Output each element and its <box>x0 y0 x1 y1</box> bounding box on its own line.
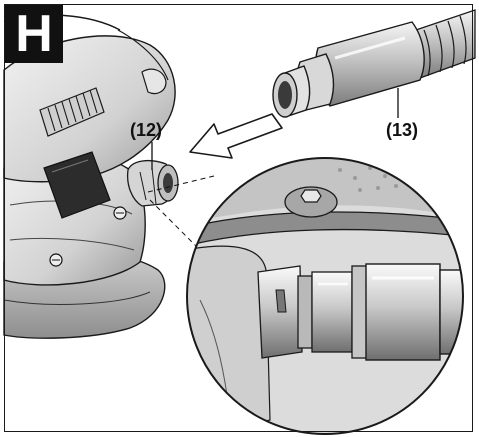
switch <box>141 68 167 95</box>
figure-frame <box>4 4 473 432</box>
screw-top <box>113 206 127 220</box>
sander-body <box>3 14 179 339</box>
callout-12: (12) <box>130 120 163 140</box>
zoom-line-1 <box>147 175 215 193</box>
vacuum-hose <box>272 9 476 118</box>
dust-outlet <box>126 159 179 207</box>
vent-window <box>43 151 111 219</box>
direction-arrow <box>189 113 283 159</box>
callout-13: (13) <box>386 120 419 140</box>
figure-badge: H <box>5 5 63 63</box>
screw-bottom <box>49 253 63 267</box>
zoom-line-2 <box>149 199 197 247</box>
speed-dial <box>39 87 105 137</box>
detail-zoom <box>186 157 464 435</box>
detail-screw <box>284 186 338 218</box>
